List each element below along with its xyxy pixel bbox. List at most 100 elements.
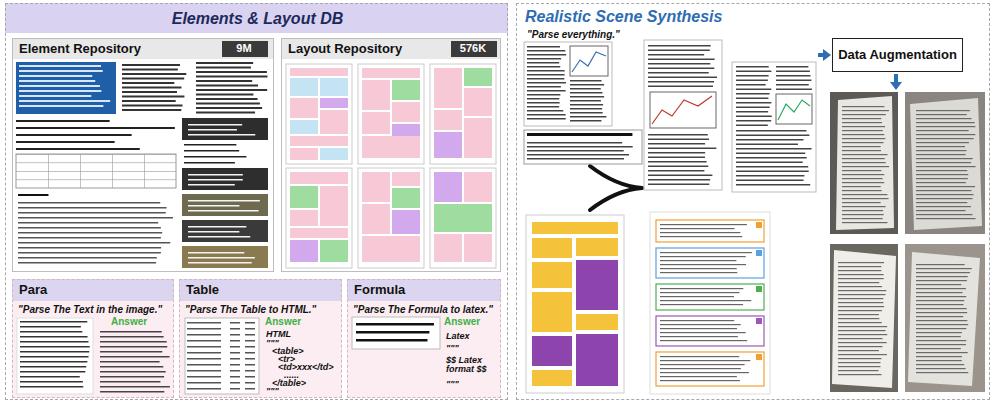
text-line-art [838, 330, 886, 331]
text-line-art [188, 200, 260, 202]
text-line-art [838, 302, 883, 303]
layout-block [290, 240, 318, 262]
annotation-tag [756, 354, 762, 360]
text-line-art [188, 252, 244, 254]
text-line-art [916, 134, 975, 135]
text-line-art [20, 336, 88, 338]
text-line-art [648, 157, 705, 159]
text-line-art [660, 356, 739, 357]
text-line-art [660, 336, 738, 337]
text-line-art [648, 59, 715, 61]
text-line-art [660, 360, 750, 361]
layout-block [434, 68, 462, 108]
text-line-art [196, 67, 251, 69]
text-line-art [916, 300, 964, 301]
text-line-art [736, 107, 770, 109]
layout-block [290, 210, 318, 226]
text-line-art [100, 381, 160, 383]
code-line: $$ Latex format $$ [446, 356, 500, 374]
text-line-art [527, 133, 632, 136]
text-line-art [736, 75, 769, 77]
layout-block [576, 334, 618, 386]
text-line-art [916, 130, 969, 131]
text-line-art [916, 206, 971, 207]
node-text: Elements & Layout DB [6, 10, 509, 28]
text-line-art [16, 120, 110, 122]
text-line-art [916, 344, 966, 345]
line-art [187, 334, 221, 336]
text-line-art [916, 126, 975, 127]
line-art [245, 328, 255, 330]
line-art [16, 171, 176, 173]
text-line-art [842, 222, 887, 223]
text-line-art [660, 328, 737, 329]
text-line-art [736, 93, 770, 95]
text-line-art [916, 218, 976, 219]
text-line-art [648, 63, 710, 65]
text-line-art [660, 320, 734, 321]
text-line-art [122, 64, 180, 66]
section-header [179, 279, 342, 301]
text-line-art [648, 179, 710, 181]
text-line-art [100, 366, 163, 368]
annotation-box [656, 248, 764, 278]
text-line-art [570, 80, 602, 82]
text-line-art [196, 94, 253, 96]
text-line-art [838, 310, 882, 311]
text-line-art [527, 150, 624, 152]
text-line-art [842, 154, 888, 155]
layout-block [290, 120, 318, 134]
text-line-art [196, 112, 255, 114]
text-line-art [842, 174, 884, 175]
line-art [230, 322, 240, 324]
repository-box: Layout Repository576K [281, 38, 501, 272]
text-line-art [660, 368, 741, 369]
text-line-art [122, 87, 181, 89]
text-line-art [100, 386, 170, 388]
text-line-art [188, 236, 250, 238]
text-line-art [736, 120, 771, 122]
text-line-art [660, 296, 734, 297]
text-line-art [20, 381, 83, 383]
text-line-art [20, 331, 82, 333]
text-line-art [100, 376, 164, 378]
text-line-art [19, 95, 91, 97]
text-image [17, 318, 93, 394]
node-text: 9M [222, 42, 266, 55]
text-line-art [18, 257, 157, 259]
text-line-art [527, 102, 560, 104]
text-line-art [838, 298, 883, 299]
text-line-art [19, 105, 103, 107]
text-line-art [19, 70, 103, 72]
text-line-art [838, 338, 882, 339]
text-line-art [916, 138, 974, 139]
text-line-art [916, 284, 961, 285]
chart [570, 46, 608, 76]
text-line-art [916, 174, 968, 175]
annotation-box [656, 220, 764, 242]
text-line-art [527, 58, 561, 60]
answer-label: Answer [111, 316, 147, 328]
text-line-art [648, 175, 712, 177]
text-line-art [20, 371, 85, 373]
layout-block [362, 204, 390, 234]
text-line-art [648, 72, 709, 74]
line-art [245, 388, 255, 390]
text-line-art [838, 282, 879, 283]
text-line-art [916, 158, 973, 159]
text-line-art [16, 148, 140, 150]
text-line-art [570, 112, 603, 114]
text-line-art [916, 320, 967, 321]
text-line-art [100, 391, 164, 393]
text-line-art [188, 205, 239, 207]
text-line-art [660, 324, 741, 325]
layout-block [392, 124, 420, 138]
text-line-art [736, 80, 768, 82]
layout-block [464, 88, 492, 116]
text-line-art [648, 184, 709, 186]
text-line-art [660, 264, 746, 265]
text-line-art [356, 339, 428, 342]
text-line-art [188, 134, 255, 136]
layout-block [320, 148, 348, 160]
text-line-art [916, 288, 966, 289]
